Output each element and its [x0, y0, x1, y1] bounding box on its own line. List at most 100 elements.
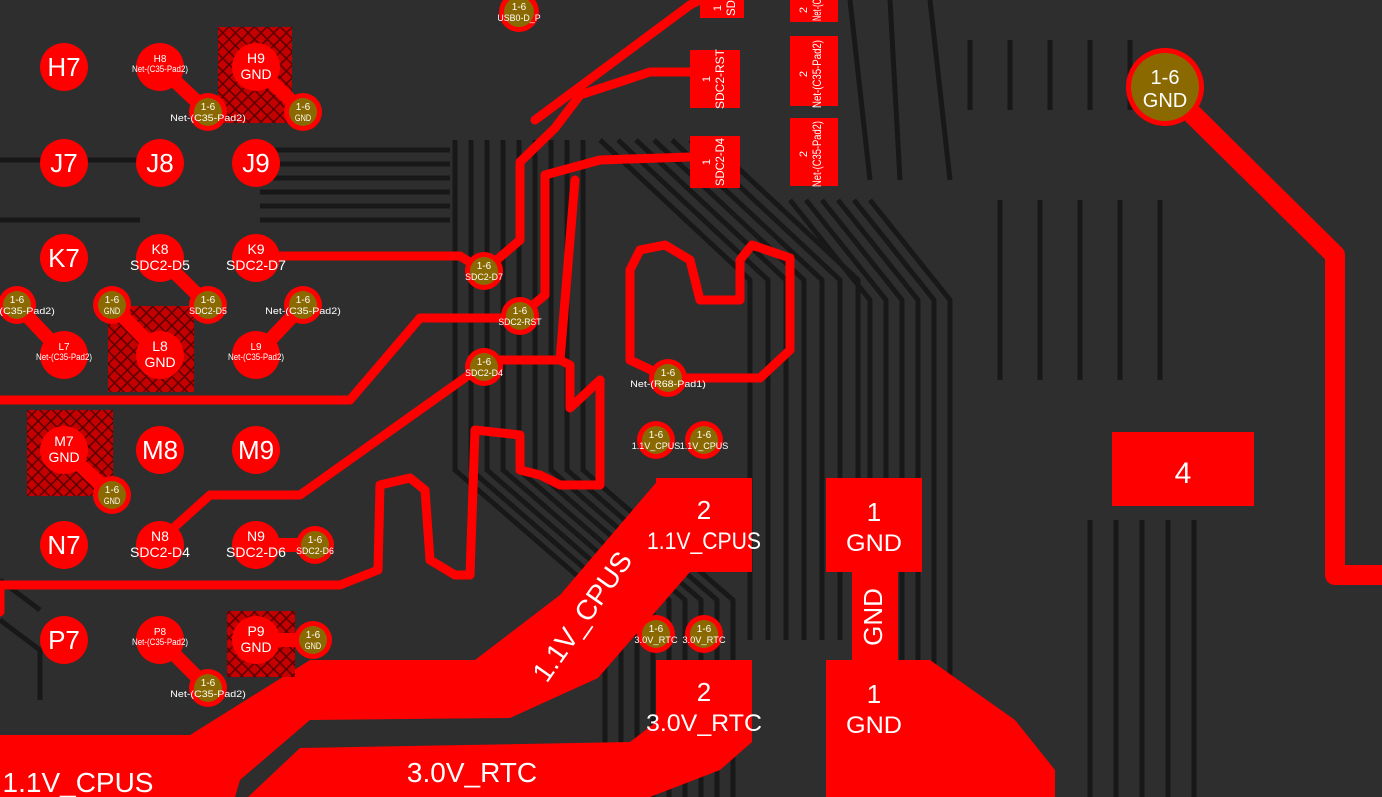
- via-16[interactable]: 1-61.1V_CPUS: [680, 421, 729, 459]
- via-layers: 1-6: [201, 102, 216, 113]
- bga-pad-net: SDC2-D6: [226, 544, 286, 560]
- bga-pad-net: SDC2-D4: [130, 544, 190, 560]
- via-net: SDC2-D7: [465, 272, 503, 282]
- via-net: GND: [1143, 90, 1187, 112]
- via-layers: 1-6: [1151, 67, 1180, 89]
- bga-pad-name: L7: [58, 342, 70, 353]
- via-net: GND: [295, 113, 312, 123]
- bga-pad-name: P8: [154, 627, 167, 638]
- bga-pad-name: H7: [47, 52, 80, 82]
- via-net: SDC2-D4: [465, 368, 503, 378]
- bga-pad-name: J8: [146, 148, 173, 178]
- bga-pad-name: H8: [154, 54, 167, 65]
- bga-pad-name: L8: [152, 338, 168, 354]
- bga-pad-m8[interactable]: M8: [136, 426, 184, 474]
- via-net: Net-(C35-Pad2): [170, 113, 246, 123]
- via-net: GND: [104, 496, 121, 506]
- smd-pad-number: 1: [867, 497, 881, 527]
- smd-pad-6[interactable]: 21.1V_CPUS: [647, 478, 761, 572]
- bga-pad-j8[interactable]: J8: [136, 139, 184, 187]
- smd-pad-number: 2: [697, 495, 711, 525]
- bga-pad-j7[interactable]: J7: [40, 139, 88, 187]
- smd-pad-net: 3.0V_RTC: [646, 710, 762, 737]
- via-net: 1.1V_CPUS: [680, 441, 729, 451]
- via-layers: 1-6: [477, 357, 492, 368]
- bga-pad-h7[interactable]: H7: [40, 43, 88, 91]
- via-layers: 1-6: [105, 295, 120, 306]
- via-layers: 1-6: [308, 535, 323, 546]
- bga-pad-n7[interactable]: N7: [40, 521, 88, 569]
- via-layers: 1-6: [649, 624, 664, 635]
- smd-pad-10[interactable]: 4: [1112, 432, 1254, 506]
- via-layers: 1-6: [105, 485, 120, 496]
- smd-pad-net: SD: [724, 0, 738, 16]
- bga-pad-j9[interactable]: J9: [232, 139, 280, 187]
- smd-pad-7[interactable]: 23.0V_RTC: [646, 660, 762, 742]
- bga-pad-net: SDC2-D7: [226, 257, 286, 273]
- bga-pad-net: GND: [240, 66, 271, 82]
- via-net: Net-(C35-Pad2): [0, 306, 55, 316]
- bga-pad-net: GND: [144, 354, 175, 370]
- bga-pad-name: K9: [247, 241, 264, 257]
- signal-traces: [0, 0, 1382, 617]
- smd-pad-net: Net-(C: [810, 0, 824, 21]
- smd-pad-number: 1: [701, 76, 713, 82]
- via-15[interactable]: 1-61.1V_CPUS: [632, 421, 681, 459]
- bga-pad-name: P7: [48, 625, 80, 655]
- bga-pad-net: Net-(C35-Pad2): [36, 352, 92, 362]
- bga-pad-net: Net-(C35-Pad2): [132, 637, 188, 647]
- smd-pad-number: 2: [798, 71, 810, 77]
- via-layers: 1-6: [513, 306, 528, 317]
- trace-label: 3.0V_RTC: [407, 757, 537, 788]
- via-net: 1.1V_CPUS: [632, 441, 681, 451]
- smd-pad-number: 1: [867, 679, 881, 709]
- bga-pad-k7[interactable]: K7: [40, 234, 88, 282]
- bga-pad-m9[interactable]: M9: [232, 426, 280, 474]
- bga-pad-net: GND: [240, 639, 271, 655]
- bga-pad-p7[interactable]: P7: [40, 616, 88, 664]
- via-net: SDC2-RST: [498, 317, 542, 327]
- via-18[interactable]: 1-63.0V_RTC: [682, 615, 726, 653]
- via-17[interactable]: 1-63.0V_RTC: [634, 615, 678, 653]
- bga-pad-name: J9: [242, 148, 269, 178]
- smd-pad-number: 1: [701, 159, 713, 165]
- via-net: USB0-D_P: [497, 13, 540, 23]
